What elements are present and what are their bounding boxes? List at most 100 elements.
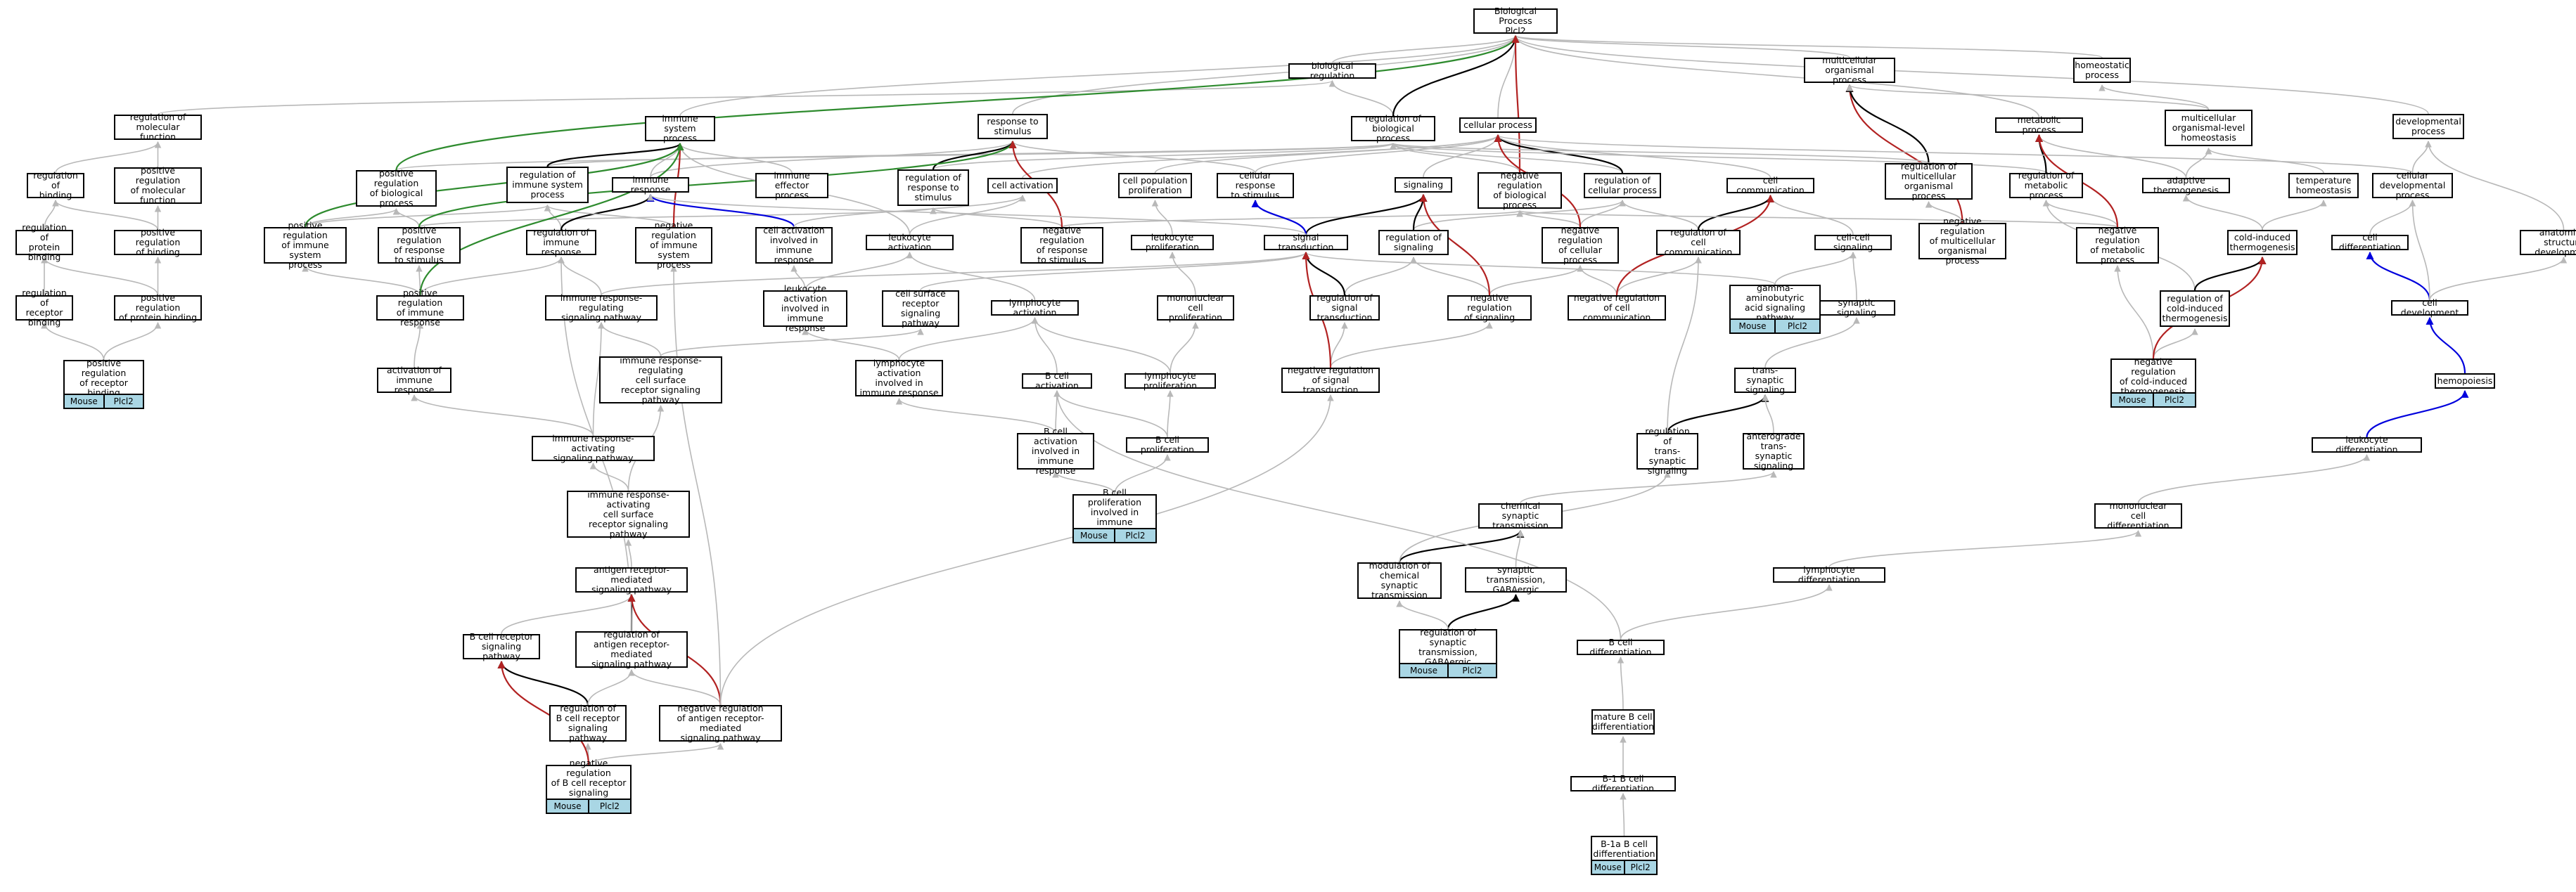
- go-term-posmol[interactable]: positive regulation of molecular functio…: [114, 166, 202, 205]
- go-term-leukactimm[interactable]: leukocyte activation involved in immune …: [763, 284, 847, 333]
- go-term-immregcellsurf[interactable]: immune response-regulating cell surface …: [599, 355, 722, 404]
- go-term-negcellcomm[interactable]: negative regulation of cell communicatio…: [1568, 293, 1666, 323]
- go-term-immresp[interactable]: immune response: [612, 175, 689, 195]
- go-term-actimmresp[interactable]: activation of immune response: [377, 366, 451, 395]
- go-term-adaptherm[interactable]: adaptive thermogenesis: [2142, 176, 2230, 195]
- go-term-bcellrec[interactable]: B cell receptor signaling pathway: [463, 632, 540, 661]
- go-term-regcellcomm[interactable]: regulation of cell communication: [1656, 228, 1741, 257]
- go-term-negresp[interactable]: negative regulation of response to stimu…: [1020, 226, 1103, 265]
- go-term-gabasyn[interactable]: synaptic transmission, GABAergic: [1465, 565, 1567, 595]
- go-term-regprotbind[interactable]: regulation of protein binding: [15, 223, 73, 262]
- go-term-regantigen[interactable]: regulation of antigen receptor-mediated …: [575, 630, 688, 669]
- go-term-negantigen[interactable]: negative regulation of antigen receptor-…: [659, 704, 782, 743]
- go-term-negsigtrans[interactable]: negative regulation of signal transducti…: [1281, 366, 1380, 395]
- go-term-lymphactimm[interactable]: lymphocyte activation involved in immune…: [855, 358, 943, 398]
- go-term-posbiol[interactable]: positive regulation of biological proces…: [356, 169, 437, 208]
- go-term-cellsurfsig[interactable]: cell surface receptor signaling pathway: [882, 289, 959, 328]
- go-term-negbio[interactable]: negative regulation of biological proces…: [1478, 171, 1562, 210]
- go-term-regsig[interactable]: regulation of signaling: [1378, 230, 1449, 255]
- go-term-dev[interactable]: developmental process: [2392, 114, 2464, 139]
- go-term-lymphprol[interactable]: lymphocyte proliferation: [1124, 371, 1216, 391]
- go-term-sigtrans[interactable]: signal transduction: [1264, 233, 1348, 252]
- go-term-b1bcell[interactable]: B-1 B cell differentiation: [1570, 774, 1676, 794]
- go-term-regbio[interactable]: regulation of biological process: [1351, 114, 1435, 143]
- go-term-regmetab[interactable]: regulation of metabolic process: [2009, 171, 2083, 200]
- go-term-posbind[interactable]: positive regulation of binding: [114, 228, 202, 257]
- go-term-posresp[interactable]: positive regulation of response to stimu…: [378, 226, 461, 265]
- go-term-immeff[interactable]: immune effector process: [755, 171, 828, 200]
- go-term-negmulti[interactable]: negative regulation of multicellular org…: [1918, 216, 2006, 266]
- go-term-homeo[interactable]: homeostatic process: [2073, 58, 2131, 83]
- go-term-metab[interactable]: metabolic process: [1995, 115, 2083, 135]
- go-term-maturebcell[interactable]: mature B cell differentiation: [1591, 709, 1655, 735]
- annotated-term-gaba[interactable]: gamma-aminobutyric acid signaling pathwa…: [1729, 283, 1821, 334]
- go-term-cellact[interactable]: cell activation: [987, 178, 1058, 193]
- go-term-leukdiff[interactable]: leukocyte differentiation: [2312, 435, 2422, 455]
- go-term-bcellact[interactable]: B cell activation: [1022, 371, 1092, 391]
- go-term-cellactimm[interactable]: cell activation involved in immune respo…: [755, 226, 833, 265]
- go-term-regrecbind[interactable]: regulation of receptor binding: [15, 288, 73, 328]
- go-term-anatdev[interactable]: anatomical structure development: [2520, 228, 2576, 257]
- go-term-bcellprol[interactable]: B cell proliferation: [1126, 435, 1209, 455]
- go-term-bcelldiff[interactable]: B cell differentiation: [1577, 638, 1665, 657]
- go-term-antigen[interactable]: antigen receptor-mediated signaling path…: [575, 565, 688, 595]
- go-term-immregsig[interactable]: immune response-regulating signaling pat…: [545, 293, 658, 323]
- go-term-modchemsyn[interactable]: modulation of chemical synaptic transmis…: [1357, 561, 1442, 600]
- go-term-lymphact[interactable]: lymphocyte activation: [991, 298, 1079, 318]
- go-term-lymphdiff[interactable]: lymphocyte differentiation: [1773, 565, 1885, 585]
- go-term-cellresp[interactable]: cellular response to stimulus: [1217, 171, 1294, 200]
- go-term-cellpopprol[interactable]: cell population proliferation: [1118, 173, 1192, 198]
- go-term-regmulti[interactable]: regulation of multicellular organismal p…: [1885, 162, 1973, 201]
- annotated-term-negbcellrec[interactable]: negative regulation of B cell receptor s…: [546, 758, 632, 814]
- go-term-mononucprol[interactable]: mononuclear cell proliferation: [1157, 293, 1234, 323]
- go-term-posimmresp[interactable]: positive regulation of immune response: [376, 288, 464, 328]
- go-term-cellcomm[interactable]: cell communication: [1726, 176, 1814, 195]
- go-term-negmetab[interactable]: negative regulation of metabolic process: [2076, 226, 2159, 265]
- go-term-transsyn[interactable]: trans-synaptic signaling: [1734, 366, 1796, 395]
- go-term-immactcellsurf[interactable]: immune response-activating cell surface …: [567, 489, 690, 538]
- go-term-temphomeo[interactable]: temperature homeostasis: [2288, 173, 2359, 198]
- annotated-term-negcoldtherm[interactable]: negative regulation of cold-induced ther…: [2110, 357, 2196, 408]
- go-term-bioreg[interactable]: biological regulation: [1288, 61, 1376, 81]
- go-term-synsig[interactable]: synaptic signaling: [1818, 298, 1895, 318]
- go-term-posprotbind[interactable]: positive regulation of protein binding: [114, 293, 202, 323]
- go-term-signaling[interactable]: signaling: [1395, 177, 1452, 193]
- go-term-mononucdiff[interactable]: mononuclear cell differentiation: [2094, 501, 2182, 531]
- go-term-celldev[interactable]: cell development: [2391, 298, 2468, 318]
- go-term-regcoldtherm[interactable]: regulation of cold-induced thermogenesis: [2160, 290, 2230, 327]
- go-term-regmol[interactable]: regulation of molecular function: [114, 112, 202, 142]
- go-term-regsigtrans[interactable]: regulation of signal transduction: [1309, 293, 1380, 323]
- go-term-negcell[interactable]: negative regulation of cellular process: [1542, 226, 1619, 265]
- go-term-regimmsys[interactable]: regulation of immune system process: [506, 167, 589, 203]
- go-term-regimmresp[interactable]: regulation of immune response: [526, 228, 596, 257]
- go-term-posimmsys[interactable]: positive regulation of immune system pro…: [264, 221, 347, 270]
- go-term-regcell[interactable]: regulation of cellular process: [1584, 173, 1661, 198]
- go-term-coldtherm[interactable]: cold-induced thermogenesis: [2227, 230, 2298, 255]
- go-term-negsig[interactable]: negative regulation of signaling: [1447, 293, 1532, 323]
- go-term-mlhomeo[interactable]: multicellular organismal-level homeostas…: [2165, 110, 2253, 146]
- go-term-cellcellsig[interactable]: cell-cell signaling: [1814, 233, 1892, 252]
- go-term-regbcellrec[interactable]: regulation of B cell receptor signaling …: [549, 704, 627, 743]
- go-term-chemsyn[interactable]: chemical synaptic transmission: [1478, 501, 1563, 531]
- go-term-resp[interactable]: response to stimulus: [978, 114, 1048, 139]
- go-term-celldevproc[interactable]: cellular developmental process: [2372, 171, 2453, 200]
- go-term-leukact[interactable]: leukocyte activation: [866, 233, 954, 252]
- go-term-multi[interactable]: multicellular organismal process: [1804, 56, 1895, 85]
- go-term-hemo[interactable]: hemopoiesis: [2435, 373, 2495, 389]
- annotated-term-bcellprolimm[interactable]: B cell proliferation involved in immune …: [1072, 488, 1157, 543]
- annotated-term-reggabasyn[interactable]: regulation of synaptic transmission, GAB…: [1399, 628, 1497, 678]
- go-term-celldiff[interactable]: cell differentiation: [2331, 233, 2409, 252]
- go-term-negimmsys[interactable]: negative regulation of immune system pro…: [635, 221, 712, 270]
- go-term-bp[interactable]: Biological Process Plcl2: [1473, 6, 1558, 36]
- go-term-bcellactimm[interactable]: B cell activation involved in immune res…: [1017, 427, 1094, 476]
- go-term-cellproc[interactable]: cellular process: [1459, 117, 1537, 133]
- go-term-immactsig[interactable]: immune response-activating signaling pat…: [532, 434, 655, 463]
- go-term-regbind[interactable]: regulation of binding: [27, 171, 84, 200]
- go-term-immsys[interactable]: immune system process: [645, 114, 715, 143]
- go-term-anterograde[interactable]: anterograde trans-synaptic signaling: [1743, 432, 1805, 471]
- go-term-regresp[interactable]: regulation of response to stimulus: [897, 169, 969, 206]
- go-term-leukprol[interactable]: leukocyte proliferation: [1131, 233, 1214, 252]
- go-term-regtranssyn[interactable]: regulation of trans-synaptic signaling: [1636, 427, 1698, 476]
